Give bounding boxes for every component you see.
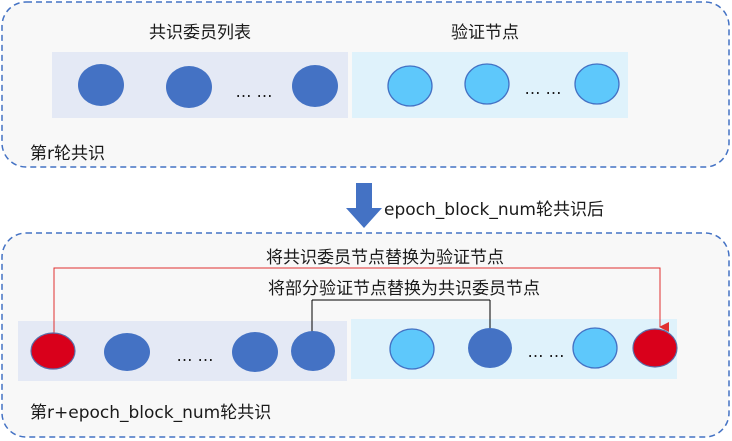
annotation-validator-to-committee: 将部分验证节点替换为共识委员节点 (268, 279, 540, 299)
committee-node (166, 66, 212, 108)
transition-label: epoch_block_num轮共识后 (384, 200, 604, 220)
committee-list-label: 共识委员列表 (149, 23, 251, 43)
round-r-label: 第r轮共识 (30, 144, 105, 164)
round-r-plus-epoch-label: 第r+epoch_block_num轮共识 (30, 403, 271, 423)
committee-node (292, 65, 338, 107)
validator-node (464, 63, 510, 105)
validator-node (387, 65, 433, 107)
ellipsis-top-left: … … (235, 82, 272, 101)
red-swap-link (53, 267, 669, 337)
ellipsis-top-right: … … (524, 79, 561, 98)
validator-to-committee-node (468, 328, 512, 368)
promoted-committee-node (291, 331, 335, 371)
validator-node (389, 328, 435, 370)
committee-node (104, 333, 150, 371)
down-arrow-icon (346, 183, 382, 228)
validator-nodes-label: 验证节点 (451, 23, 519, 43)
new-validator-node (632, 328, 678, 368)
ellipsis-bottom-right: … … (527, 342, 564, 361)
swapped-out-committee-node (30, 332, 76, 370)
committee-node (232, 332, 278, 372)
committee-node (78, 64, 124, 106)
ellipsis-bottom-left: … … (176, 346, 213, 365)
annotation-committee-to-validator: 将共识委员节点替换为验证节点 (266, 248, 504, 268)
validator-node (572, 327, 618, 369)
validator-node (574, 63, 620, 105)
